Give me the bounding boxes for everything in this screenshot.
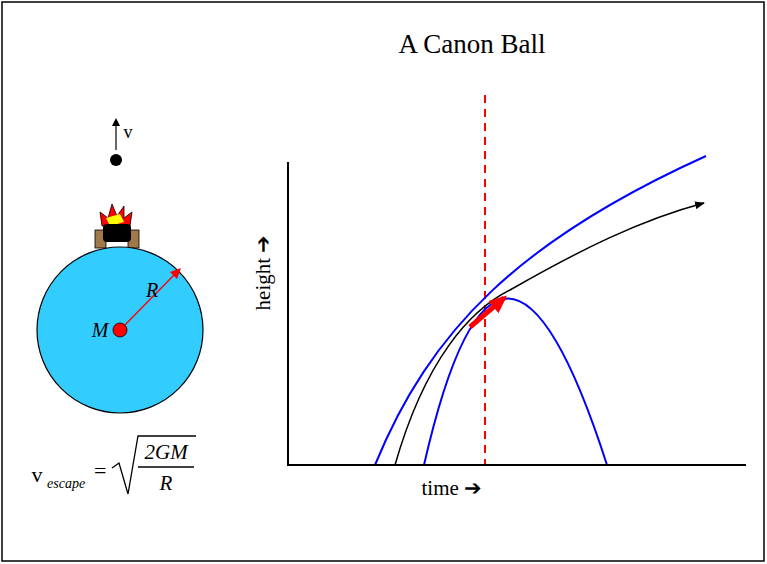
fall-back-trajectory (424, 299, 607, 466)
velocity-arrowhead (112, 118, 120, 126)
formula-variable: v (32, 464, 43, 486)
time-marker (484, 95, 486, 465)
y-axis (287, 162, 289, 466)
planet-outline (36, 246, 204, 414)
sqrt-sign (112, 436, 196, 494)
title: A Canon Ball (399, 31, 546, 58)
cannon-ball (110, 154, 122, 166)
formula-denominator: R (160, 473, 173, 494)
mass-label: M (92, 320, 109, 340)
formula-equals: = (94, 460, 106, 482)
formula-subscript: escape (47, 477, 85, 491)
planet: RM (36, 246, 204, 414)
critical-trajectory (395, 203, 704, 465)
formula-numerator: 2GM (145, 442, 188, 463)
y-axis-label: height ➔ (253, 234, 274, 310)
velocity-arrow (115, 122, 116, 150)
velocity-vector (470, 298, 504, 327)
x-axis (287, 464, 746, 466)
velocity-label: v (124, 123, 133, 141)
fraction-bar (138, 466, 194, 467)
radius-label: R (146, 280, 158, 300)
x-axis-label: time ➔ (422, 478, 483, 499)
escape-trajectory (375, 156, 706, 465)
cannon (95, 204, 139, 248)
